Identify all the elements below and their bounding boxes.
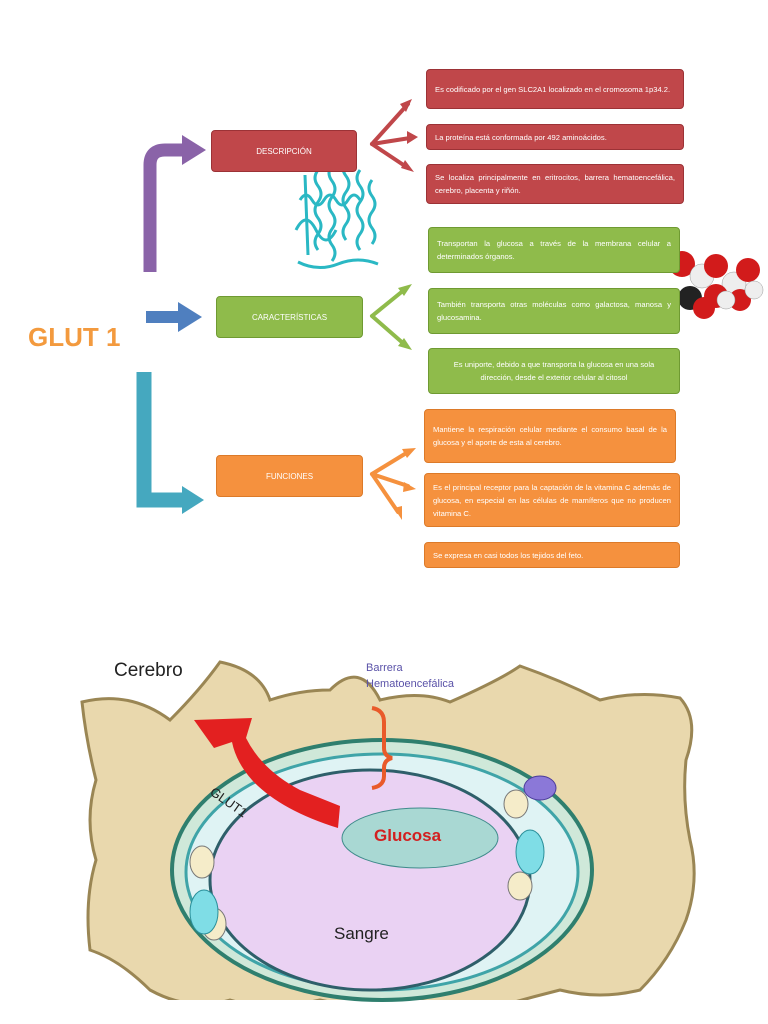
teal-bent-arrow [136, 372, 184, 508]
barrera-label-line2: Hematoencefálica [366, 678, 455, 690]
blood-lumen [208, 768, 532, 992]
glucosa-shape [341, 807, 499, 869]
caracteristicas-item: Transportan la glucosa a través de la me… [428, 227, 680, 273]
barrera-label-line1: Barrera [366, 662, 403, 674]
glut1-red-arrow [194, 718, 340, 828]
category-caracteristicas: CARACTERÍSTICAS [216, 296, 363, 338]
glut1-title: GLUT 1 [28, 322, 121, 352]
green-fork-arrows [370, 288, 406, 346]
red-fork-arrows [370, 102, 412, 170]
funciones-item: Mantiene la respiración celular mediante… [424, 409, 676, 463]
protein-structure-image [294, 159, 379, 269]
descripcion-item: Es codificado por el gen SLC2A1 localiza… [426, 69, 684, 109]
barrier-bracket [371, 706, 393, 790]
mindmap-connectors [136, 99, 764, 520]
descripcion-item: Se localiza principalmente en eritrocito… [426, 164, 684, 204]
purple-arrow-head [182, 135, 206, 165]
teal-arrow-head [182, 486, 204, 514]
category-descripcion: DESCRIPCIÓN [211, 130, 357, 172]
funciones-item: Se expresa en casi todos los tejidos del… [424, 542, 680, 568]
category-funciones: FUNCIONES [216, 455, 363, 497]
caracteristicas-item: También transporta otras moléculas como … [428, 288, 680, 334]
descripcion-item: La proteína está conformada por 492 amin… [426, 124, 684, 150]
cerebro-label: Cerebro [114, 660, 183, 681]
molecule-image [669, 251, 764, 319]
caracteristicas-item: Es uniporte, debido a que transporta la … [428, 348, 680, 394]
sangre-label: Sangre [334, 924, 389, 943]
blue-arrow-shaft [146, 311, 180, 323]
purple-bent-arrow [143, 143, 185, 272]
funciones-item: Es el principal receptor para la captaci… [424, 473, 680, 527]
blue-arrow-head [178, 302, 202, 332]
orange-fork-arrows [370, 450, 410, 514]
glucosa-label: Glucosa [374, 826, 442, 845]
